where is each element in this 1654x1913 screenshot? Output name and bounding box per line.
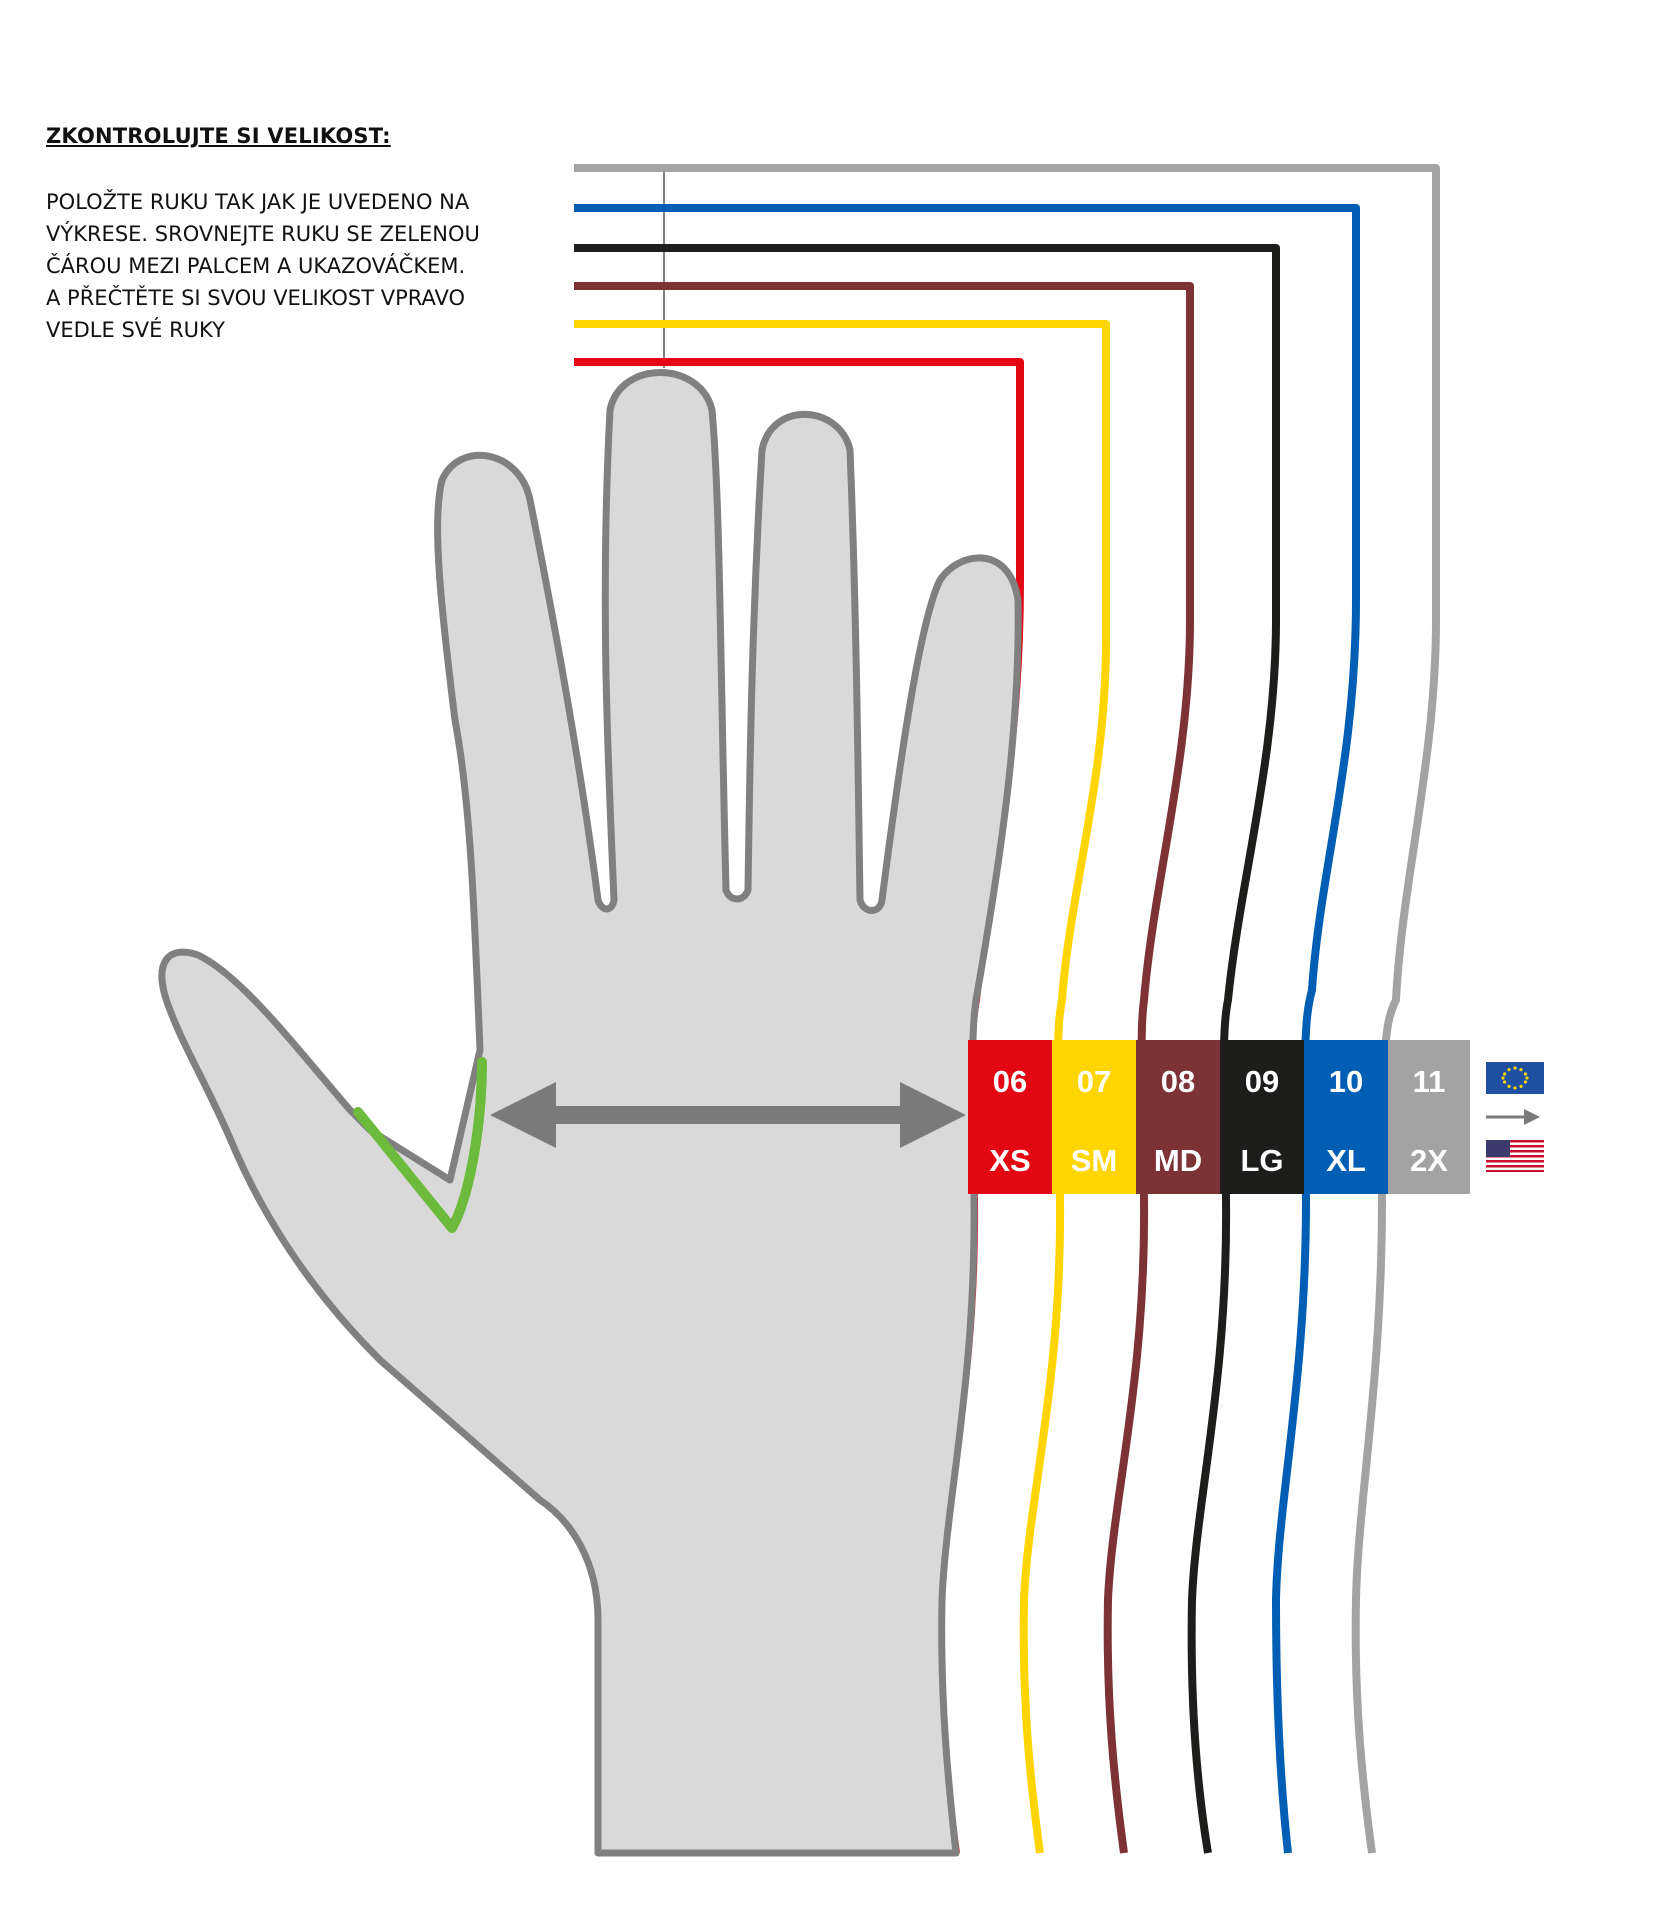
size-us-label: LG [1240, 1143, 1283, 1178]
size-us-label: MD [1154, 1143, 1202, 1178]
measure-arrow-icon [490, 1082, 966, 1148]
size-eu-label: 06 [993, 1064, 1027, 1099]
size-eu-label: 10 [1329, 1064, 1363, 1099]
us-flag-icon [1486, 1140, 1544, 1172]
instruction-line: VÝKRESE. SROVNEJTE RUKU SE ZELENOU [46, 222, 480, 246]
size-box-07 [1052, 1040, 1136, 1194]
size-box-09 [1220, 1040, 1304, 1194]
instruction-line: VEDLE SVÉ RUKY [46, 318, 225, 342]
size-us-label: SM [1071, 1143, 1118, 1178]
size-box-11 [1388, 1040, 1470, 1194]
size-eu-label: 08 [1161, 1064, 1195, 1099]
instruction-line: POLOŽTE RUKU TAK JAK JE UVEDENO NA [46, 190, 470, 214]
size-line-08 [574, 282, 1194, 1854]
page-title: ZKONTROLUJTE SI VELIKOST: [46, 124, 391, 148]
instruction-line: ČÁROU MEZI PALCEM A UKAZOVÁČKEM. [46, 254, 466, 278]
thumb-index-measure-line [353, 1057, 487, 1233]
size-line-10 [574, 204, 1360, 1854]
size-eu-label: 07 [1077, 1064, 1111, 1099]
size-line-09 [574, 244, 1280, 1854]
arrow-right-icon [1486, 1109, 1540, 1125]
size-us-label: XL [1326, 1143, 1366, 1178]
eu-flag-icon [1486, 1062, 1544, 1094]
size-line-07 [574, 320, 1110, 1854]
size-eu-label: 09 [1245, 1064, 1279, 1099]
instructions-text: POLOŽTE RUKU TAK JAK JE UVEDENO NA VÝKRE… [46, 186, 516, 346]
size-us-label: 2X [1410, 1143, 1448, 1178]
size-box-08 [1136, 1040, 1220, 1194]
size-box-10 [1304, 1040, 1388, 1194]
size-box-06 [968, 1040, 1052, 1194]
size-line-11 [574, 164, 1440, 1854]
size-us-label: XS [989, 1143, 1030, 1178]
size-eu-label: 11 [1413, 1064, 1446, 1099]
instruction-line: A PŘEČTĚTE SI SVOU VELIKOST VPRAVO [46, 286, 466, 310]
size-table: 06 07 08 09 10 11 XS SM MD LG XL 2X [968, 1040, 1470, 1194]
